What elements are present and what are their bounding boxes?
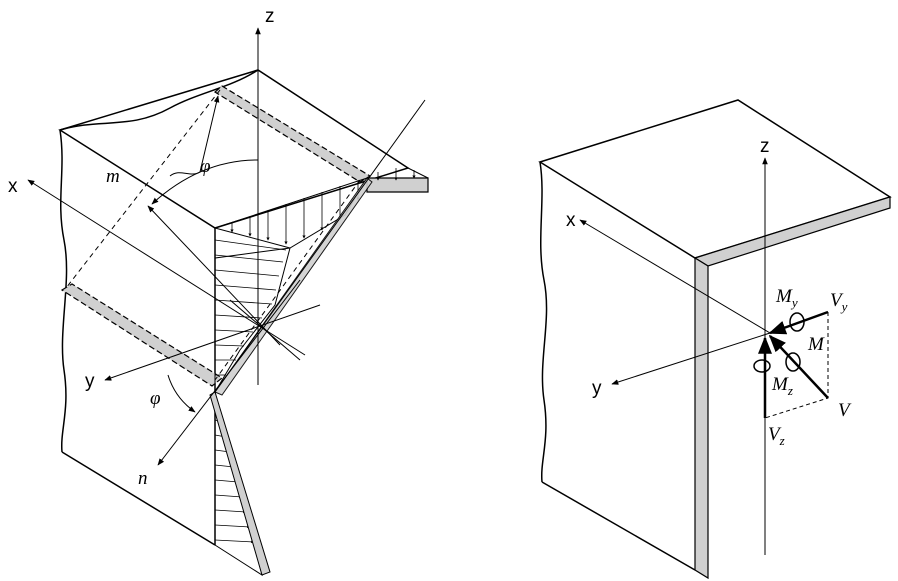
lower-shaded-strip bbox=[60, 283, 224, 387]
right-break-line bbox=[539, 161, 548, 483]
right-x-axis bbox=[579, 219, 771, 334]
right-angle-section bbox=[538, 99, 892, 580]
right-x-label: x bbox=[566, 210, 576, 231]
right-web-thickness bbox=[694, 256, 709, 580]
right-y-axis bbox=[611, 332, 771, 385]
angle-arc-lower bbox=[167, 374, 196, 413]
right-top-face bbox=[538, 99, 892, 259]
moment-My-symbol bbox=[789, 312, 805, 332]
n-axis-line bbox=[157, 279, 301, 466]
right-z-label: z bbox=[760, 136, 770, 157]
vector-Vy bbox=[768, 310, 829, 335]
dashed-box bbox=[764, 312, 829, 419]
angle-arc-upper bbox=[151, 159, 259, 205]
left-z-label: z bbox=[265, 6, 275, 27]
left-angle-section bbox=[27, 27, 429, 577]
y-axis-line bbox=[104, 304, 321, 381]
right-Vz-label: Vz bbox=[768, 424, 785, 448]
moment-M-symbol bbox=[785, 352, 801, 372]
left-phi-lower: φ bbox=[150, 388, 161, 409]
break-line-top bbox=[59, 69, 259, 131]
right-M-label: M bbox=[807, 334, 825, 355]
moment-Mz-symbol bbox=[753, 359, 771, 373]
right-Vy-label: Vy bbox=[830, 290, 848, 314]
web-bottom-edge bbox=[61, 451, 216, 546]
left-m-label: m bbox=[106, 166, 120, 187]
neutral-band bbox=[209, 391, 271, 576]
right-Mz-label: Mz bbox=[771, 374, 793, 398]
left-phi-upper: φ bbox=[200, 156, 211, 177]
leader-line bbox=[169, 95, 220, 177]
left-n-label: n bbox=[138, 468, 148, 489]
right-V-label: V bbox=[838, 400, 852, 421]
dashed-plane bbox=[65, 89, 361, 381]
right-web-bottom bbox=[541, 481, 696, 571]
flange-thickness bbox=[366, 177, 429, 193]
right-y-label: y bbox=[592, 378, 602, 399]
m-axis-line bbox=[147, 205, 281, 346]
left-y-label: y bbox=[85, 371, 95, 392]
neutral-band-upper bbox=[214, 177, 373, 396]
right-My-label: My bbox=[775, 286, 798, 310]
left-x-label: x bbox=[8, 176, 18, 197]
break-line-left bbox=[59, 129, 68, 453]
